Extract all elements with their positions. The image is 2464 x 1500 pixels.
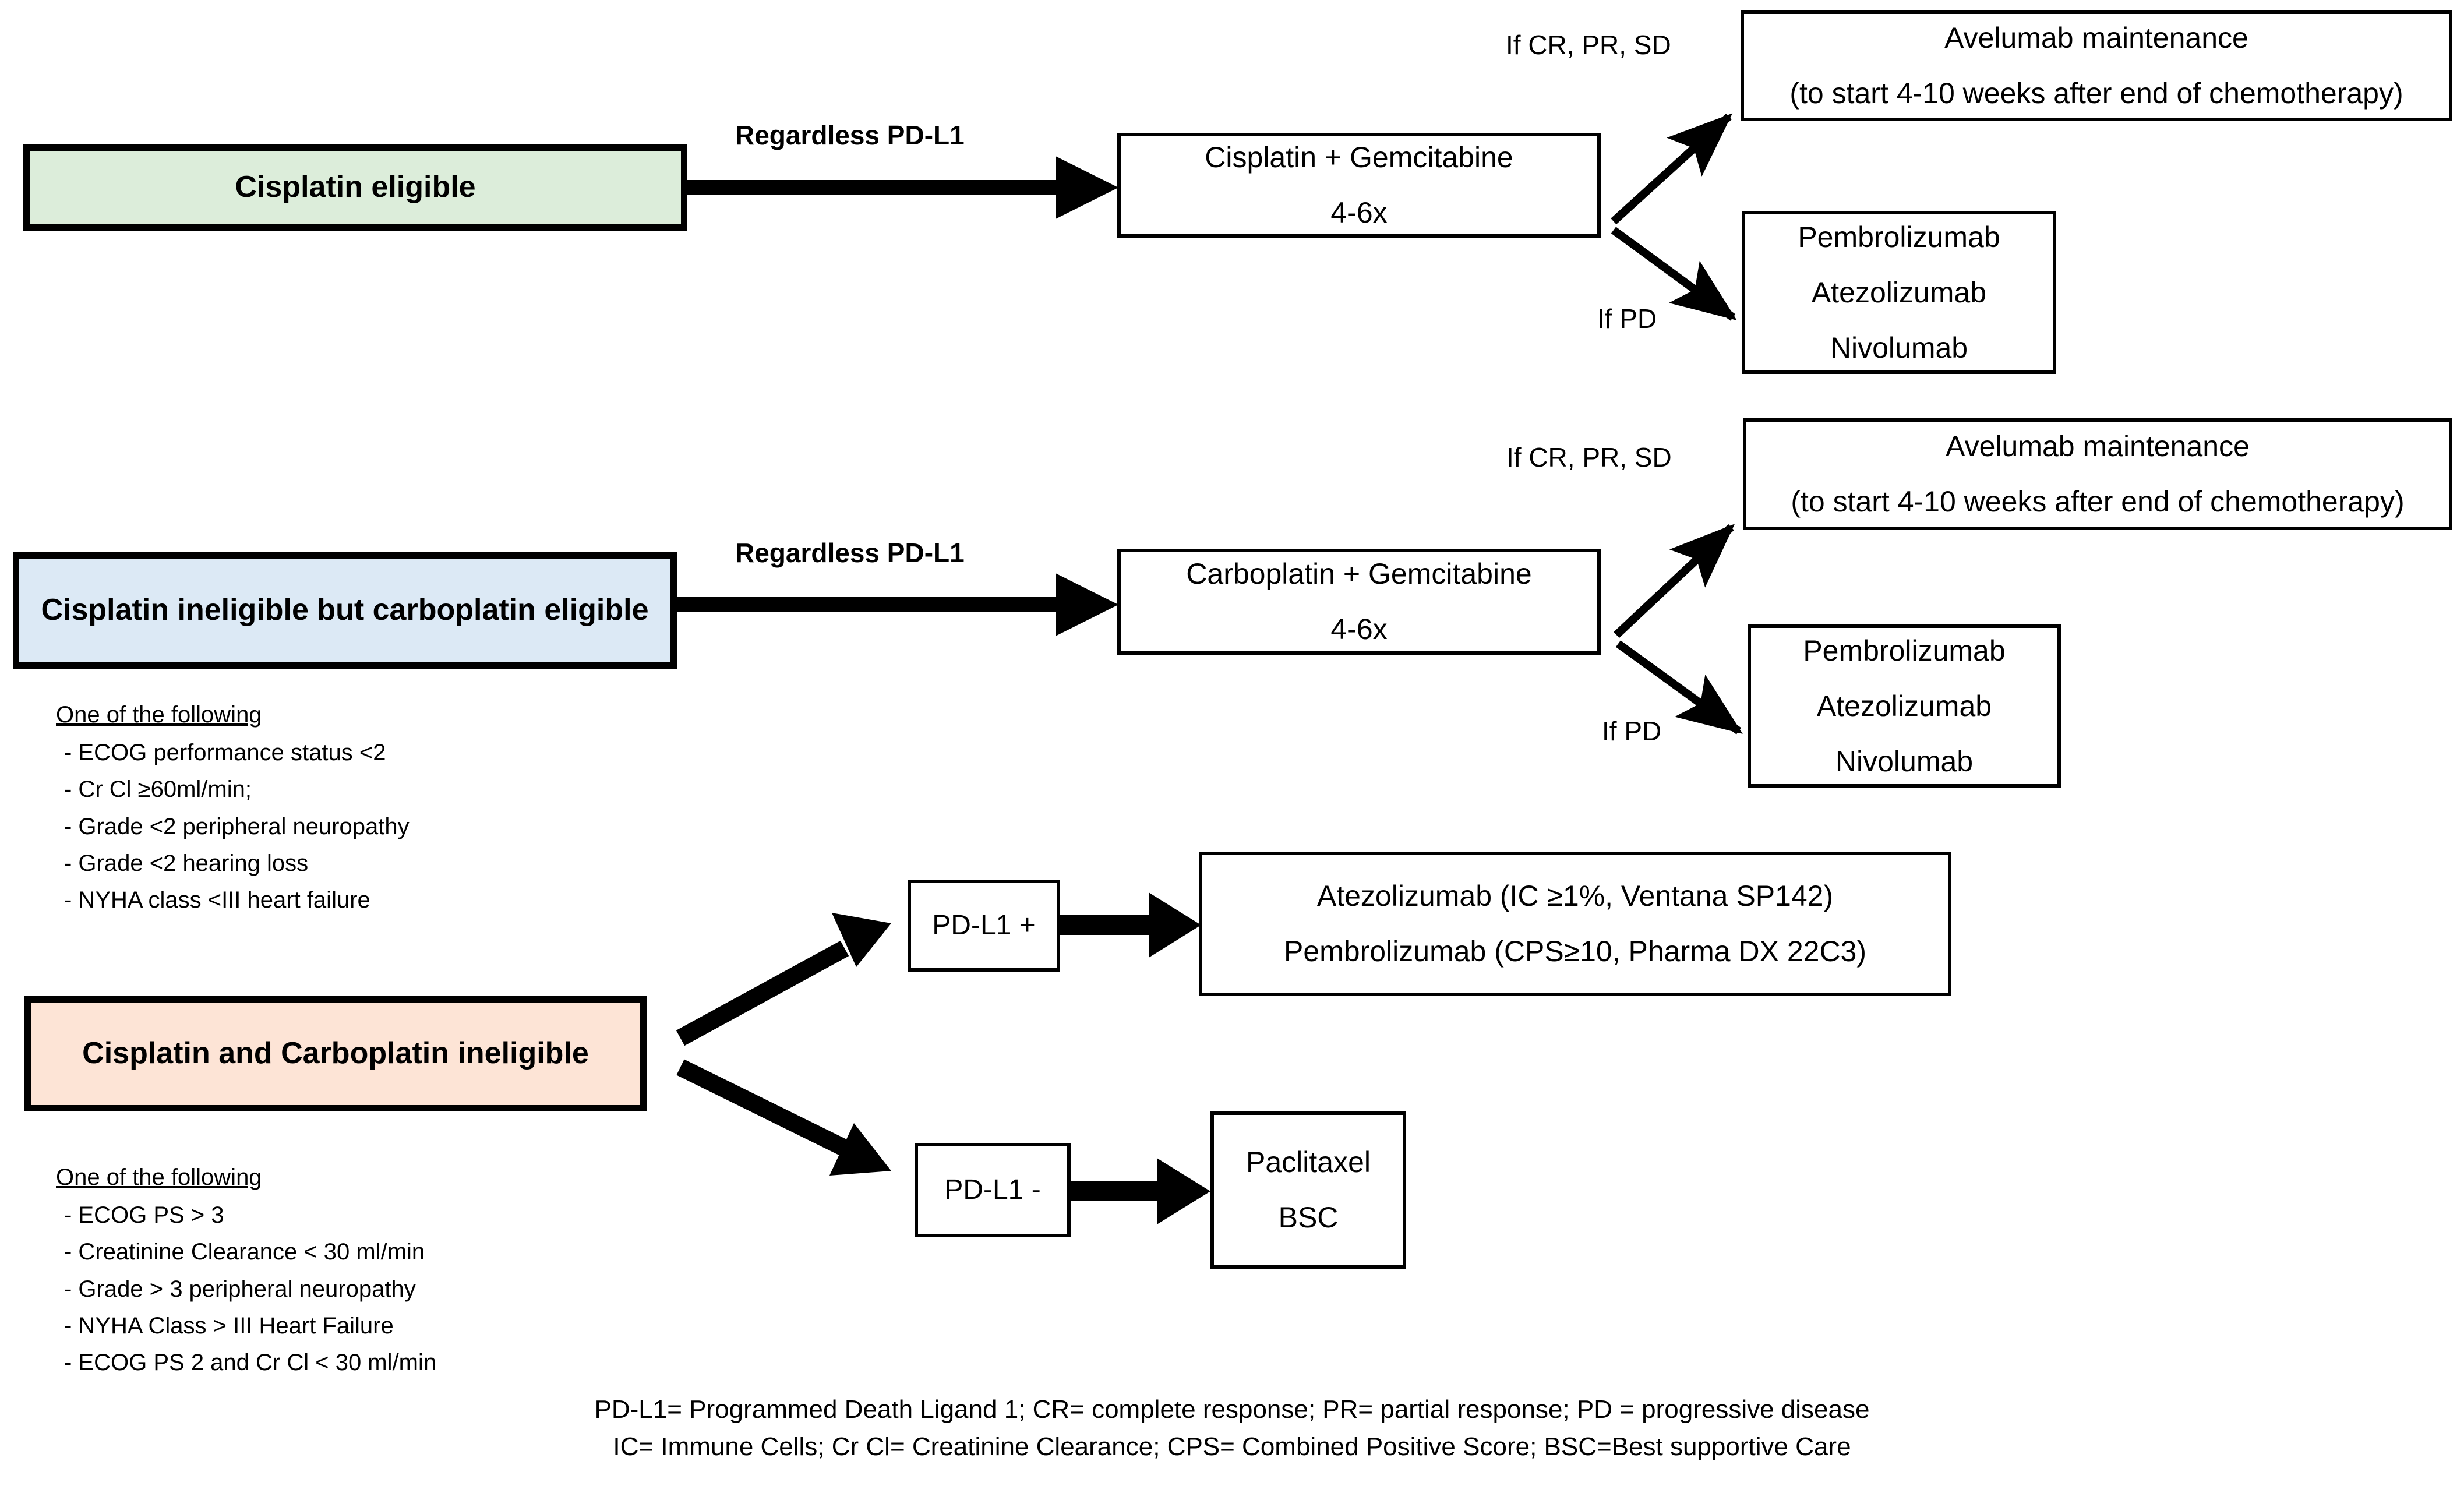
criteria-list-carboplatin-eligible: One of the following - ECOG performance …: [56, 697, 410, 919]
stage-box-cisplatin-eligible-label: Cisplatin eligible: [235, 170, 476, 204]
arrow-label-row2-regardless-pdl1: Regardless PD-L1: [735, 538, 965, 568]
stage-box-cisplatin-ineligible-carboplatin-eligible-label: Cisplatin ineligible but carboplatin eli…: [41, 593, 649, 627]
treatment-box-io-progression-row2-line2: Atezolizumab: [1816, 689, 1992, 722]
criteria-item: - Grade <2 peripheral neuropathy: [64, 813, 410, 839]
branch-label-row1-if-pd: If PD: [1597, 303, 1657, 334]
treatment-box-carboplatin-gemcitabine-line2: 4-6x: [1330, 613, 1388, 645]
treatment-box-cisplatin-gemcitabine-line2: 4-6x: [1330, 196, 1388, 229]
criteria-list-platinum-ineligible: One of the following - ECOG PS > 3 - Cre…: [56, 1159, 436, 1381]
branch-label-row2-if-cr-pr-sd: If CR, PR, SD: [1506, 442, 1672, 472]
criteria-item: - Creatinine Clearance < 30 ml/min: [64, 1239, 425, 1265]
stage-box-cisplatin-carboplatin-ineligible[interactable]: Cisplatin and Carboplatin ineligible: [24, 996, 647, 1111]
criteria-item: - Cr Cl ≥60ml/min;: [64, 777, 252, 803]
arrow-row3-to-pdl1-positive: [676, 913, 891, 1046]
treatment-box-io-progression-row1-line2: Atezolizumab: [1811, 276, 1987, 309]
selector-box-pdl1-positive[interactable]: PD-L1 +: [908, 880, 1060, 972]
treatment-box-io-progression-row1-line3: Nivolumab: [1830, 331, 1968, 364]
criteria-heading-carboplatin-eligible: One of the following: [56, 702, 262, 728]
treatment-box-cisplatin-gemcitabine[interactable]: Cisplatin + Gemcitabine 4-6x: [1117, 133, 1601, 238]
selector-box-pdl1-negative-label: PD-L1 -: [944, 1174, 1041, 1205]
criteria-item: - ECOG PS > 3: [64, 1202, 224, 1229]
arrow-label-row1-regardless-pdl1: Regardless PD-L1: [735, 120, 965, 150]
treatment-box-avelumab-maintenance-row2[interactable]: Avelumab maintenance (to start 4-10 week…: [1743, 418, 2452, 530]
abbreviations-legend-line1: PD-L1= Programmed Death Ligand 1; CR= co…: [594, 1395, 1870, 1424]
branch-label-row2-if-pd: If PD: [1602, 716, 1662, 746]
criteria-item: - Grade > 3 peripheral neuropathy: [64, 1276, 416, 1302]
treatment-box-pdl1-positive-agents[interactable]: Atezolizumab (IC ≥1%, Ventana SP142) Pem…: [1199, 852, 1951, 996]
criteria-item: - ECOG performance status <2: [64, 740, 386, 766]
treatment-box-pdl1-negative-agents[interactable]: Paclitaxel BSC: [1210, 1111, 1406, 1269]
treatment-box-avelumab-maintenance-row1[interactable]: Avelumab maintenance (to start 4-10 week…: [1741, 10, 2452, 121]
arrow-row2-if-cr-pr-sd: [1614, 524, 1735, 638]
selector-box-pdl1-negative[interactable]: PD-L1 -: [915, 1143, 1071, 1237]
criteria-item: - NYHA Class > III Heart Failure: [64, 1312, 394, 1339]
treatment-box-io-progression-row2-line3: Nivolumab: [1835, 744, 1974, 778]
stage-box-cisplatin-carboplatin-ineligible-label: Cisplatin and Carboplatin ineligible: [82, 1036, 589, 1071]
treatment-box-avelumab-maintenance-row1-line2: (to start 4-10 weeks after end of chemot…: [1789, 77, 2403, 110]
abbreviations-legend: PD-L1= Programmed Death Ligand 1; CR= co…: [0, 1391, 2464, 1466]
treatment-box-pdl1-positive-agents-line2: Pembrolizumab (CPS≥10, Pharma DX 22C3): [1283, 935, 1867, 968]
treatment-box-carboplatin-gemcitabine[interactable]: Carboplatin + Gemcitabine 4-6x: [1117, 549, 1601, 655]
arrow-row1-if-cr-pr-sd: [1611, 113, 1733, 225]
stage-box-cisplatin-ineligible-carboplatin-eligible[interactable]: Cisplatin ineligible but carboplatin eli…: [13, 552, 677, 669]
branch-label-row1-if-cr-pr-sd: If CR, PR, SD: [1506, 30, 1671, 60]
abbreviations-legend-line2: IC= Immune Cells; Cr Cl= Creatinine Clea…: [613, 1432, 1851, 1461]
criteria-item: - ECOG PS 2 and Cr Cl < 30 ml/min: [64, 1349, 437, 1375]
treatment-box-carboplatin-gemcitabine-line1: Carboplatin + Gemcitabine: [1186, 557, 1532, 590]
treatment-box-io-progression-row1-line1: Pembrolizumab: [1798, 220, 2000, 253]
treatment-box-io-progression-row2-line1: Pembrolizumab: [1803, 634, 2006, 667]
treatment-box-avelumab-maintenance-row1-line1: Avelumab maintenance: [1944, 22, 2248, 54]
arrow-row3-to-pdl1-negative: [676, 1059, 891, 1176]
criteria-heading-platinum-ineligible: One of the following: [56, 1164, 262, 1190]
treatment-box-cisplatin-gemcitabine-line1: Cisplatin + Gemcitabine: [1205, 141, 1513, 174]
treatment-box-pdl1-negative-agents-line2: BSC: [1278, 1201, 1339, 1234]
treatment-box-io-progression-row2[interactable]: Pembrolizumab Atezolizumab Nivolumab: [1748, 624, 2061, 788]
treatment-box-avelumab-maintenance-row2-line1: Avelumab maintenance: [1946, 430, 2250, 463]
criteria-item: - Grade <2 hearing loss: [64, 850, 309, 876]
stage-box-cisplatin-eligible[interactable]: Cisplatin eligible: [23, 144, 687, 231]
criteria-item: - NYHA class <III heart failure: [64, 887, 370, 913]
treatment-box-io-progression-row1[interactable]: Pembrolizumab Atezolizumab Nivolumab: [1742, 211, 2056, 374]
treatment-box-pdl1-positive-agents-line1: Atezolizumab (IC ≥1%, Ventana SP142): [1316, 880, 1834, 912]
treatment-box-avelumab-maintenance-row2-line2: (to start 4-10 weeks after end of chemot…: [1791, 485, 2405, 518]
treatment-box-pdl1-negative-agents-line1: Paclitaxel: [1246, 1146, 1371, 1178]
selector-box-pdl1-positive-label: PD-L1 +: [932, 909, 1036, 941]
